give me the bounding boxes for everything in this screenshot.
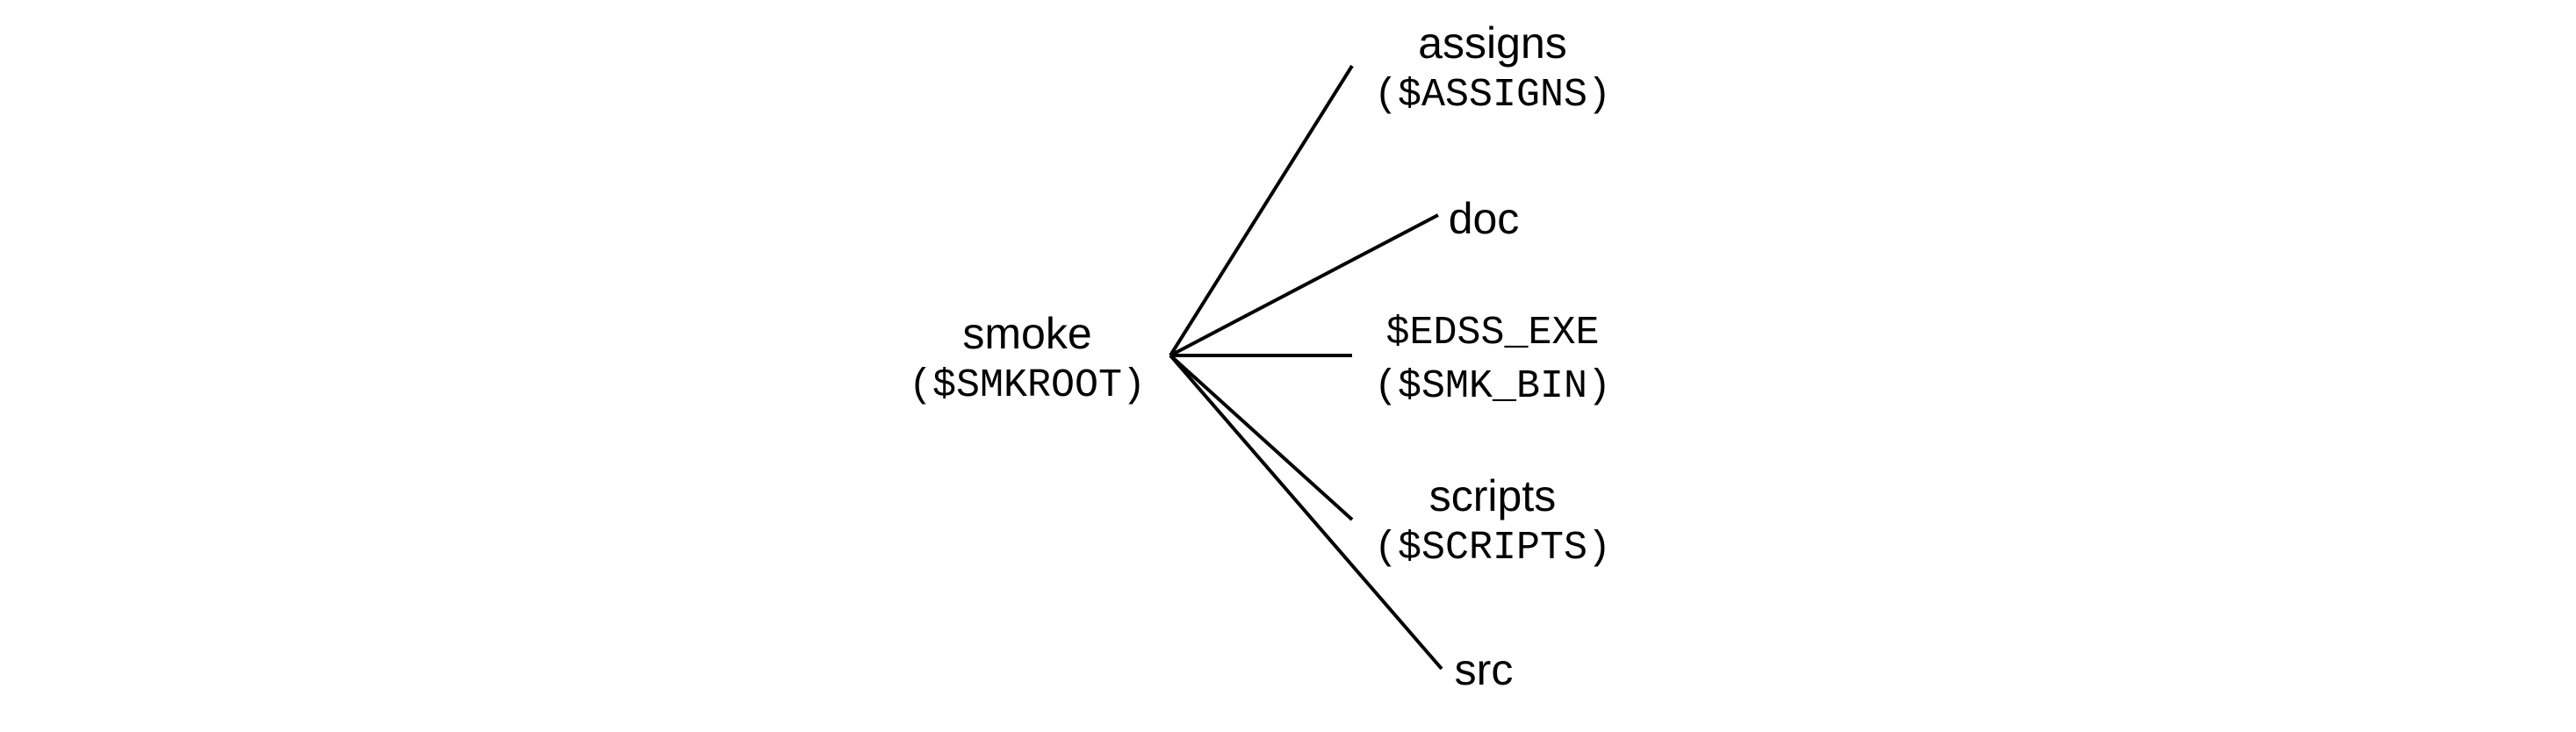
root-node-smoke: smoke ($SMKROOT)	[904, 312, 1150, 405]
root-variable: ($SMKROOT)	[908, 363, 1147, 408]
assigns-variable: ($ASSIGNS)	[1373, 73, 1612, 118]
edss-exe-variable: $EDSS_EXE	[1385, 311, 1600, 355]
root-name: smoke	[962, 309, 1092, 358]
connector-assigns	[1169, 64, 1354, 357]
child-node-src: src	[1449, 648, 1519, 692]
scripts-variable: ($SCRIPTS)	[1373, 526, 1612, 571]
connector-src	[1169, 354, 1443, 671]
doc-name: doc	[1448, 194, 1520, 243]
scripts-name: scripts	[1428, 471, 1557, 520]
child-node-doc: doc	[1440, 197, 1528, 240]
connector-scripts	[1169, 354, 1354, 521]
smk-bin-variable: ($SMK_BIN)	[1373, 364, 1612, 409]
child-node-assigns: assigns ($ASSIGNS)	[1361, 21, 1624, 115]
child-node-edss-exe: $EDSS_EXE ($SMK_BIN)	[1361, 313, 1624, 406]
child-node-scripts: scripts ($SCRIPTS)	[1361, 474, 1624, 568]
src-name: src	[1454, 645, 1514, 694]
assigns-name: assigns	[1418, 18, 1567, 68]
connector-doc	[1169, 213, 1439, 357]
